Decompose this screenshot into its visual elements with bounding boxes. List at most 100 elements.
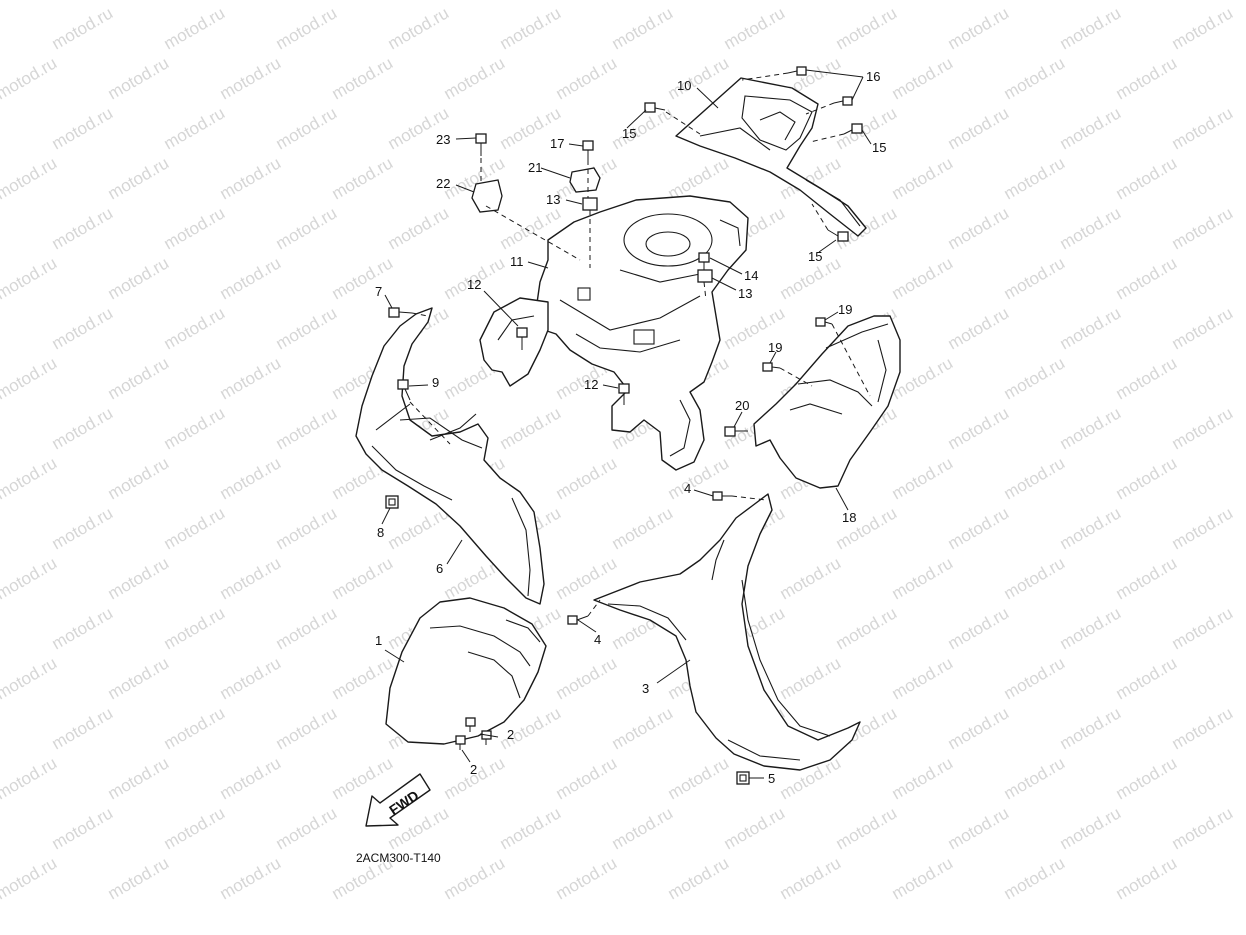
watermark-text: motod.ru xyxy=(889,53,957,103)
watermark-text: motod.ru xyxy=(273,203,341,253)
watermark-text: motod.ru xyxy=(217,853,285,903)
watermark-text: motod.ru xyxy=(1169,303,1237,353)
part-11-left-bracket[interactable] xyxy=(479,297,549,387)
bolt-17[interactable] xyxy=(582,140,594,160)
bolt-9[interactable] xyxy=(397,379,411,401)
clip-8[interactable] xyxy=(385,495,399,509)
watermark-text: motod.ru xyxy=(0,553,60,603)
watermark-text: motod.ru xyxy=(1057,703,1125,753)
watermark-text: motod.ru xyxy=(161,503,229,553)
watermark-text: motod.ru xyxy=(1113,753,1181,803)
watermark-text: motod.ru xyxy=(945,303,1013,353)
callout-2: 2 xyxy=(507,727,514,742)
watermark-text: motod.ru xyxy=(161,203,229,253)
screw-4a[interactable] xyxy=(712,491,732,501)
assembly-lines xyxy=(409,72,871,617)
watermark-text: motod.ru xyxy=(273,3,341,53)
watermark-text: motod.ru xyxy=(1169,203,1237,253)
watermark-text: motod.ru xyxy=(49,203,117,253)
bolt-23[interactable] xyxy=(475,133,487,156)
nut-13b[interactable] xyxy=(697,269,713,283)
watermark-text: motod.ru xyxy=(105,553,173,603)
callout-18: 18 xyxy=(842,510,856,525)
watermark-text: motod.ru xyxy=(1001,453,1069,503)
watermark-text: motod.ru xyxy=(161,603,229,653)
callout-14: 14 xyxy=(744,268,758,283)
diagram-code: 2ACM300-T140 xyxy=(356,851,441,865)
watermark-text: motod.ru xyxy=(609,803,677,853)
bolt-12a[interactable] xyxy=(516,327,528,350)
screw-16a[interactable] xyxy=(787,66,807,76)
watermark-text: motod.ru xyxy=(889,453,957,503)
bolt-15b[interactable] xyxy=(843,123,863,135)
part-18-rear-cover[interactable] xyxy=(753,315,901,489)
watermark-text: motod.ru xyxy=(217,153,285,203)
watermark-text: motod.ru xyxy=(385,3,453,53)
watermark-text: motod.ru xyxy=(161,803,229,853)
cushion-21[interactable] xyxy=(569,167,601,193)
callout-15: 15 xyxy=(622,126,636,141)
watermark-text: motod.ru xyxy=(0,253,60,303)
callout-3: 3 xyxy=(642,681,649,696)
watermark-text: motod.ru xyxy=(1001,653,1069,703)
bolt-14[interactable] xyxy=(698,252,710,270)
watermark-text: motod.ru xyxy=(609,103,677,153)
part-3-front-lower-cover[interactable] xyxy=(593,493,861,771)
watermark-text: motod.ru xyxy=(217,753,285,803)
watermark-text: motod.ru xyxy=(49,303,117,353)
watermark-text: motod.ru xyxy=(0,353,60,403)
callout-12: 12 xyxy=(584,377,598,392)
watermark-text: motod.ru xyxy=(0,53,60,103)
bolt-20[interactable] xyxy=(724,426,748,437)
watermark-text: motod.ru xyxy=(49,503,117,553)
watermark-text: motod.ru xyxy=(1057,403,1125,453)
watermark-text: motod.ru xyxy=(1057,803,1125,853)
watermark-text: motod.ru xyxy=(161,303,229,353)
hardware xyxy=(385,66,863,785)
watermark-text: motod.ru xyxy=(665,853,733,903)
watermark-text: motod.ru xyxy=(665,153,733,203)
watermark-text: motod.ru xyxy=(217,53,285,103)
bolt-15a[interactable] xyxy=(644,102,666,113)
watermark-text: motod.ru xyxy=(1001,53,1069,103)
watermark-text: motod.ru xyxy=(329,153,397,203)
bolt-15c[interactable] xyxy=(827,229,849,242)
screw-19b[interactable] xyxy=(762,362,781,372)
bolt-7[interactable] xyxy=(388,307,413,318)
clip-5[interactable] xyxy=(736,771,750,785)
screw-4b[interactable] xyxy=(567,615,589,625)
screw-16b[interactable] xyxy=(833,96,853,106)
nut-13a[interactable] xyxy=(582,197,598,211)
watermark-text: motod.ru xyxy=(889,153,957,203)
callout-5: 5 xyxy=(768,771,775,786)
watermark-text: motod.ru xyxy=(777,553,845,603)
watermark-text: motod.ru xyxy=(1057,103,1125,153)
watermark-text: motod.ru xyxy=(105,853,173,903)
part-11-inner-panel[interactable] xyxy=(535,195,749,471)
watermark-text: motod.ru xyxy=(49,103,117,153)
watermark-text: motod.ru xyxy=(0,453,60,503)
watermark-text: motod.ru xyxy=(0,753,60,803)
part-1-front-fender[interactable] xyxy=(385,597,547,745)
watermark-text: motod.ru xyxy=(161,3,229,53)
watermark-text: motod.ru xyxy=(441,853,509,903)
watermark-text: motod.ru xyxy=(1169,103,1237,153)
watermark-text: motod.ru xyxy=(945,103,1013,153)
part-6-front-inner-cover[interactable] xyxy=(355,307,545,605)
watermark-text: motod.ru xyxy=(609,503,677,553)
callout-2: 2 xyxy=(470,762,477,777)
bracket-22[interactable] xyxy=(471,179,503,213)
callout-15: 15 xyxy=(872,140,886,155)
callout-21: 21 xyxy=(528,160,542,175)
watermark-text: motod.ru xyxy=(777,853,845,903)
screw-19a[interactable] xyxy=(815,317,833,327)
watermark-text: motod.ru xyxy=(889,853,957,903)
callout-16: 16 xyxy=(866,69,880,84)
bolt-12b[interactable] xyxy=(618,383,630,405)
watermark-text: motod.ru xyxy=(553,653,621,703)
part-10-front-upper-cover[interactable] xyxy=(675,77,867,237)
watermark-text: motod.ru xyxy=(161,103,229,153)
watermark-text: motod.ru xyxy=(273,503,341,553)
callout-19: 19 xyxy=(768,340,782,355)
watermark-text: motod.ru xyxy=(1113,853,1181,903)
